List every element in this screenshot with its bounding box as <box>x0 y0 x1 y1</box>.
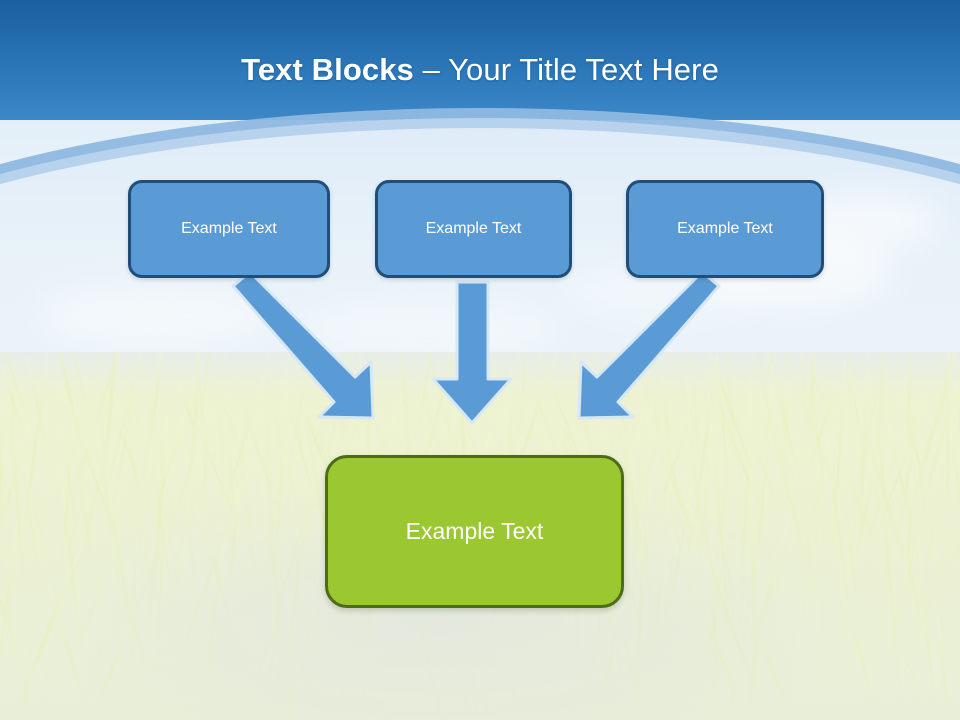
result-text-block[interactable]: Example Text <box>325 455 624 608</box>
text-block-3[interactable]: Example Text <box>626 180 824 278</box>
cloud-decor <box>40 285 270 347</box>
cloud-decor <box>300 300 560 355</box>
page-title: Text Blocks – Your Title Text Here <box>0 52 960 88</box>
text-block-1-label: Example Text <box>181 220 277 237</box>
page-title-bold: Text Blocks <box>241 52 423 87</box>
text-block-2-label: Example Text <box>425 220 522 237</box>
result-text-block-label: Example Text <box>405 518 544 544</box>
text-block-3-label: Example Text <box>677 220 773 237</box>
text-block-2[interactable]: Example Text <box>375 180 572 278</box>
text-block-1[interactable]: Example Text <box>128 180 330 278</box>
page-title-light: – Your Title Text Here <box>422 52 719 87</box>
grass-field: // decorative blades are pure layout tex… <box>0 352 960 720</box>
